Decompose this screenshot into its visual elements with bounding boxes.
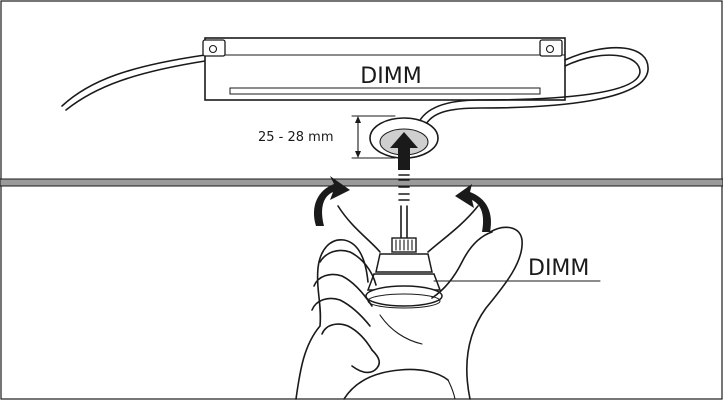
- hand-illustration: [295, 226, 523, 400]
- spring-clips: [337, 205, 479, 253]
- fixture-label: DIMM: [528, 256, 589, 281]
- ceiling-plane: [0, 178, 723, 187]
- right-rotate-arrow: [455, 184, 492, 232]
- downlight-fixture: [365, 237, 443, 309]
- depth-dimension: [351, 115, 396, 159]
- cutout-depth-label: 25 - 28 mm: [258, 130, 334, 145]
- driver-unit: [61, 37, 649, 127]
- insert-arrow: [390, 132, 418, 201]
- driver-label: DIMM: [360, 64, 421, 89]
- left-rotate-arrow: [314, 176, 350, 226]
